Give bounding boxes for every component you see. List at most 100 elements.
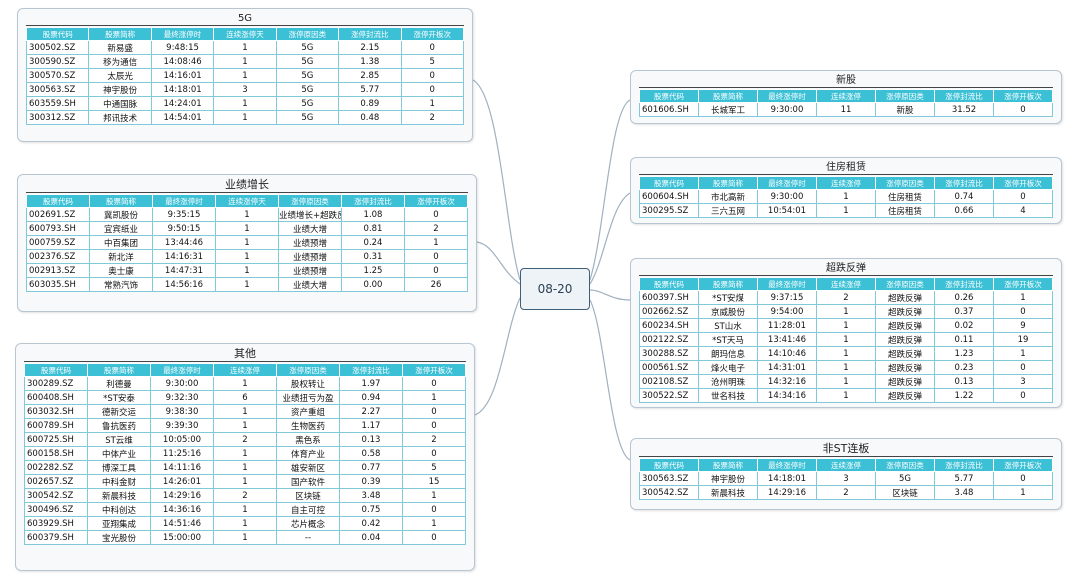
stock-code-cell: 300542.SZ <box>639 485 699 500</box>
column-header: 涨停封流比 <box>341 194 405 208</box>
column-header: 连续涨停天 <box>215 194 279 208</box>
limit-reason-cell: 生物医药 <box>276 418 340 433</box>
seal-ratio-cell: 1.97 <box>339 376 403 391</box>
topic-oversold-rebound-card[interactable]: 超跌反弹 股票代码股票简称最终涨停时连续涨停涨停原因类涨停封流比涨停开板次 60… <box>630 258 1062 408</box>
consecutive-days-cell: 1 <box>213 376 277 391</box>
stock-name-cell: 太辰光 <box>88 68 152 83</box>
stock-code-cell: 600789.SH <box>24 418 88 433</box>
limit-reason-cell: 股权转让 <box>276 376 340 391</box>
seal-ratio-cell: 0.23 <box>934 360 994 375</box>
limit-reason-cell: 业绩预增 <box>278 235 342 250</box>
last-limit-time-cell: 9:38:30 <box>150 404 214 419</box>
seal-ratio-cell: 2.85 <box>338 68 402 83</box>
stock-name-cell: 中通国脉 <box>88 96 152 111</box>
limit-reason-cell: 5G <box>275 96 340 111</box>
seal-ratio-cell: 0.39 <box>339 474 403 489</box>
seal-ratio-cell: 1.17 <box>339 418 403 433</box>
consecutive-days-cell: 1 <box>215 263 279 278</box>
topic-housing-rental-card[interactable]: 住房租赁 股票代码股票简称最终涨停时连续涨停涨停原因类涨停封流比涨停开板次 60… <box>630 157 1062 224</box>
consecutive-days-cell: 2 <box>816 290 876 305</box>
stock-name-cell: 新晨科技 <box>698 485 758 500</box>
column-header: 最终涨停时 <box>150 27 215 41</box>
stock-code-cell: 600234.SH <box>639 318 699 333</box>
open-count-cell: 2 <box>402 432 466 447</box>
seal-ratio-cell: 1.23 <box>934 346 994 361</box>
last-limit-time-cell: 14:29:16 <box>150 488 214 503</box>
open-count-cell: 2 <box>404 221 468 236</box>
central-topic[interactable]: 08-20 <box>520 268 590 310</box>
topic-new-stock-card[interactable]: 新股 股票代码股票简称最终涨停时连续涨停涨停原因类涨停封流比涨停开板次 6016… <box>630 70 1062 124</box>
open-count-cell: 0 <box>404 249 468 264</box>
seal-ratio-cell: 0.74 <box>934 189 994 204</box>
column-header: 连续涨停 <box>816 89 876 103</box>
stock-code-cell: 300496.SZ <box>24 502 88 517</box>
open-count-cell: 1 <box>402 390 466 405</box>
stock-code-cell: 002108.SZ <box>639 374 699 389</box>
stock-code-cell: 000561.SZ <box>639 360 699 375</box>
seal-ratio-cell: 0.13 <box>934 374 994 389</box>
stock-code-cell: 002376.SZ <box>26 249 90 264</box>
topic-5g-card[interactable]: 5G 股票代码股票简称最终涨停时连续涨停天涨停原因类涨停封流比涨停开板次 300… <box>17 8 473 142</box>
consecutive-days-cell: 1 <box>816 374 876 389</box>
seal-ratio-cell: 0.26 <box>934 290 994 305</box>
topic-other-card[interactable]: 其他 股票代码股票简称最终涨停时连续涨停涨停原因类涨停封流比涨停开板次 3002… <box>15 343 475 571</box>
consecutive-days-cell: 1 <box>816 189 876 204</box>
column-header: 连续涨停 <box>816 458 876 472</box>
column-header: 股票简称 <box>89 194 153 208</box>
open-count-cell: 0 <box>993 189 1053 204</box>
limit-reason-cell: 超跌反弹 <box>875 290 935 305</box>
seal-ratio-cell: 0.24 <box>341 235 405 250</box>
stock-name-cell: 中科金财 <box>87 474 151 489</box>
column-header: 股票简称 <box>698 176 758 190</box>
last-limit-time-cell: 14:54:01 <box>150 110 215 125</box>
open-count-cell: 0 <box>993 471 1053 486</box>
stock-name-cell: 三六五网 <box>698 203 758 218</box>
stock-table: 股票代码股票简称最终涨停时连续涨停涨停原因类涨停封流比涨停开板次 300563.… <box>639 458 1053 500</box>
topic-title: 5G <box>26 12 464 26</box>
topic-non-st-consecutive-card[interactable]: 非ST连板 股票代码股票简称最终涨停时连续涨停涨停原因类涨停封流比涨停开板次 3… <box>630 438 1062 510</box>
last-limit-time-cell: 10:05:00 <box>150 432 214 447</box>
open-count-cell: 0 <box>993 360 1053 375</box>
last-limit-time-cell: 10:54:01 <box>757 203 817 218</box>
last-limit-time-cell: 9:32:30 <box>150 390 214 405</box>
stock-code-cell: 002282.SZ <box>24 460 88 475</box>
topic-earnings-growth-card[interactable]: 业绩增长 股票代码股票简称最终涨停时连续涨停天涨停原因类涨停封流比涨停开板次 0… <box>17 174 477 312</box>
